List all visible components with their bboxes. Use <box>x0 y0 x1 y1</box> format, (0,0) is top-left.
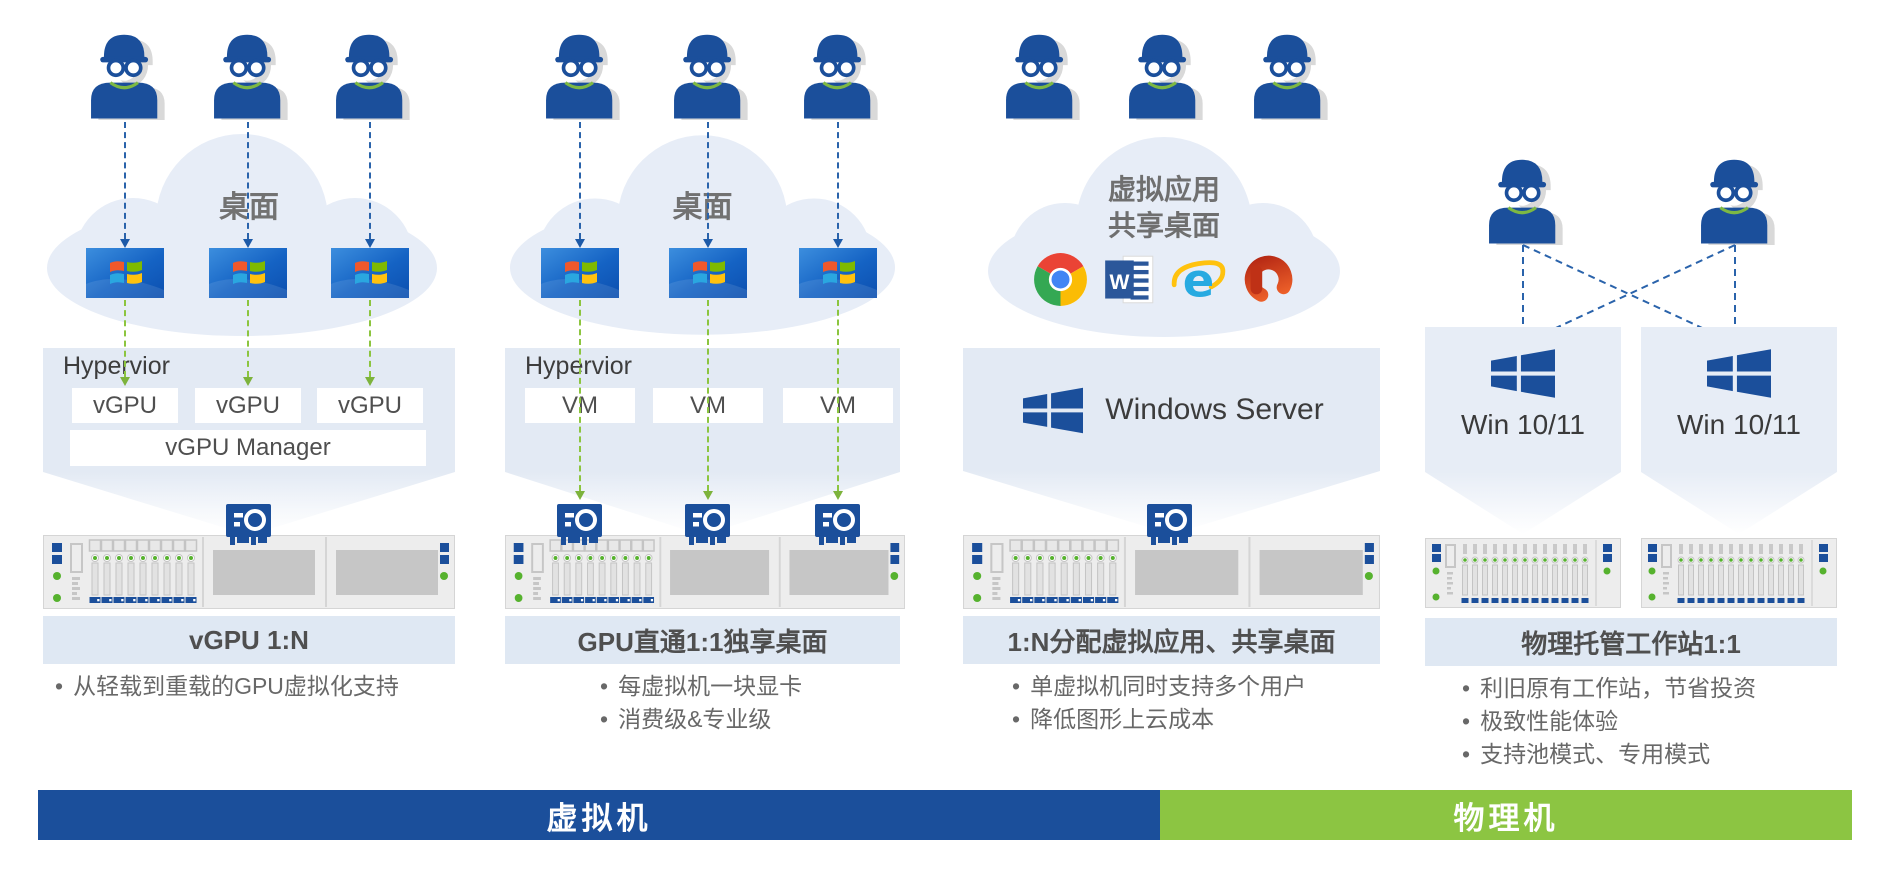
vgpu-box: vGPU <box>195 388 301 423</box>
feature-item: 利旧原有工作站，节省投资 <box>1462 672 1756 705</box>
feature-item: 从轻载到重载的GPU虚拟化支持 <box>55 670 399 703</box>
feature-item: 降低图形上云成本 <box>1012 703 1306 736</box>
office-icon <box>1240 252 1295 307</box>
dashed-arrow-down <box>119 122 130 248</box>
green-dashed-arrow-down <box>119 300 130 386</box>
user-icon <box>802 32 880 120</box>
column-title-shared: 1:N分配虚拟应用、共享桌面 <box>963 616 1380 664</box>
green-dashed-arrow-down <box>364 300 375 386</box>
windows-desktop-monitor-icon <box>331 248 409 298</box>
windows-logo-icon <box>1023 387 1084 433</box>
user-icon <box>672 32 750 120</box>
user-icon <box>1487 157 1565 245</box>
dashed-arrow-down <box>242 122 253 248</box>
user-icon <box>1004 32 1082 120</box>
cloud-label: 桌面 <box>672 191 733 224</box>
windows-desktop-monitor-icon <box>669 248 747 298</box>
feature-item: 极致性能体验 <box>1462 705 1756 738</box>
desktop-cloud <box>509 135 896 335</box>
dashed-arrow-down <box>832 122 843 248</box>
dashed-arrow-down <box>702 122 713 248</box>
hypervisor-label: Hypervior <box>63 352 170 380</box>
feature-list: 利旧原有工作站，节省投资 极致性能体验 支持池模式、专用模式 <box>1462 672 1756 771</box>
dashed-arrow-down <box>364 122 375 248</box>
windows-pc-box: Win 10/11 <box>1425 327 1621 472</box>
vgpu-manager-box: vGPU Manager <box>70 430 426 466</box>
windows-server-label: Windows Server <box>1105 392 1324 426</box>
windows-logo-icon <box>1707 349 1771 398</box>
desktop-cloud <box>47 134 437 336</box>
word-icon <box>1104 255 1154 304</box>
cloud-label-line2: 共享桌面 <box>1107 210 1220 241</box>
physical-machines-bar: 物理机 <box>1160 790 1852 840</box>
user-icon <box>89 32 167 120</box>
user-icon <box>1252 32 1330 120</box>
os-version-label: Win 10/11 <box>1461 409 1585 440</box>
virtual-machines-bar: 虚拟机 <box>38 790 1160 840</box>
green-dashed-arrow-down <box>574 300 585 500</box>
column-title-vgpu: vGPU 1:N <box>43 616 455 664</box>
windows-desktop-monitor-icon <box>209 248 287 298</box>
funnel-shape <box>1425 472 1621 534</box>
dashed-arrow-down <box>574 122 585 248</box>
internet-explorer-icon <box>1171 252 1226 307</box>
gpu-card-icon <box>684 503 731 547</box>
green-dashed-arrow-down <box>832 300 843 500</box>
green-dashed-arrow-down <box>702 300 713 500</box>
windows-logo-icon <box>1491 349 1555 398</box>
column-title-passthrough: GPU直通1:1独享桌面 <box>505 616 900 664</box>
cloud-label: 桌面 <box>219 191 279 224</box>
windows-server-panel <box>963 348 1380 471</box>
feature-item: 支持池模式、专用模式 <box>1462 738 1756 771</box>
windows-desktop-monitor-icon <box>799 248 877 298</box>
vgpu-box: vGPU <box>317 388 423 423</box>
os-version-label: Win 10/11 <box>1677 409 1801 440</box>
user-icon <box>1699 157 1777 245</box>
workstation-icon <box>1641 538 1837 608</box>
gpu-card-icon <box>1146 503 1193 547</box>
feature-list: 从轻载到重载的GPU虚拟化支持 <box>55 670 399 703</box>
gpu-card-icon <box>814 503 861 547</box>
windows-pc-box: Win 10/11 <box>1641 327 1837 472</box>
column-title-physical: 物理托管工作站1:1 <box>1425 618 1837 666</box>
feature-item: 单虚拟机同时支持多个用户 <box>1012 670 1306 703</box>
vgpu-box: vGPU <box>72 388 178 423</box>
workstation-icon <box>1425 538 1621 608</box>
windows-desktop-monitor-icon <box>541 248 619 298</box>
user-icon <box>334 32 412 120</box>
hypervisor-label: Hypervior <box>525 352 632 380</box>
gpu-card-icon <box>556 503 603 547</box>
user-icon <box>212 32 290 120</box>
windows-server-row: Windows Server <box>963 348 1380 471</box>
feature-list: 单虚拟机同时支持多个用户 降低图形上云成本 <box>1012 670 1306 736</box>
chrome-icon <box>1034 253 1087 306</box>
windows-desktop-monitor-icon <box>86 248 164 298</box>
cloud-label-line1: 虚拟应用 <box>1107 174 1220 205</box>
user-icon <box>544 32 622 120</box>
funnel-shape <box>1641 472 1837 534</box>
gpu-card-icon <box>225 503 272 547</box>
feature-item: 每虚拟机一块显卡 <box>600 670 802 703</box>
green-dashed-arrow-down <box>242 300 253 386</box>
feature-item: 消费级&专业级 <box>600 703 802 736</box>
app-icon-row <box>985 252 1343 307</box>
feature-list: 每虚拟机一块显卡 消费级&专业级 <box>600 670 802 736</box>
user-icon <box>1127 32 1205 120</box>
